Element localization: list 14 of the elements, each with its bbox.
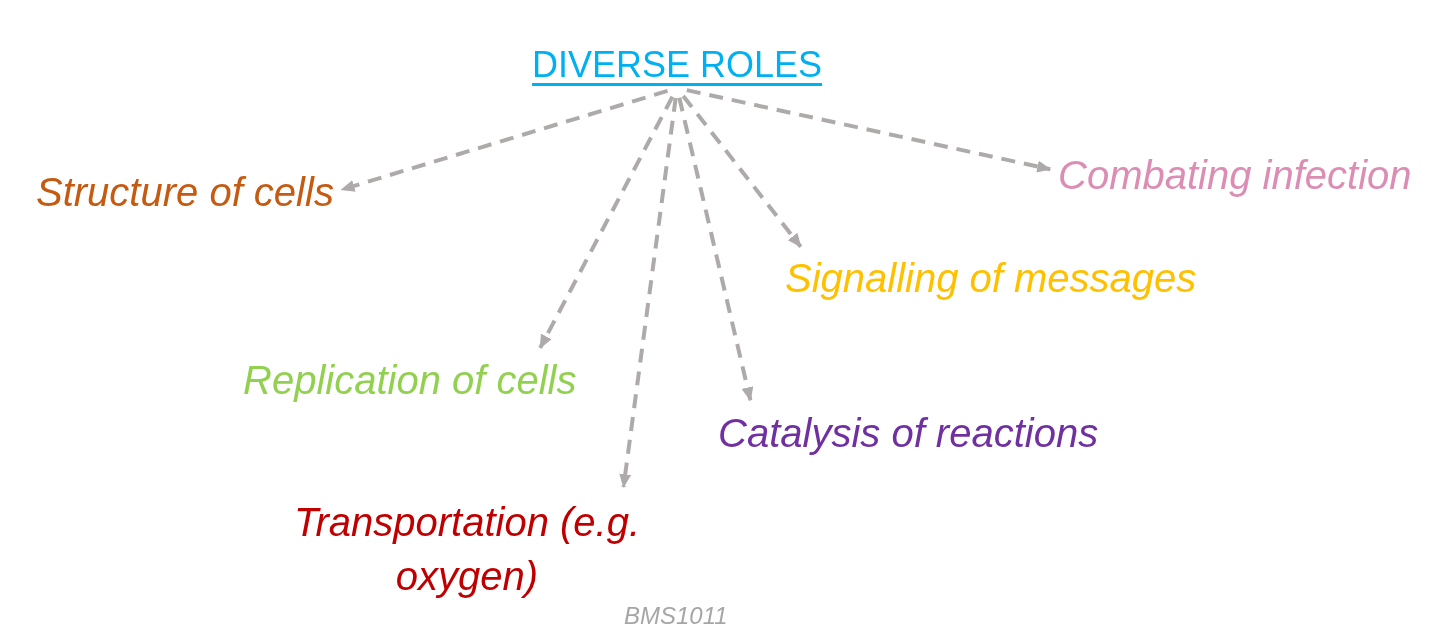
dashed-arrow [340, 89, 669, 192]
role-label: Catalysis of reactions [718, 408, 1099, 458]
dashed-arrow [538, 95, 675, 349]
heading-text: DIVERSE ROLES [532, 42, 823, 88]
dashed-arrow [686, 88, 1052, 173]
role-label: Replication of cells [243, 355, 577, 405]
dashed-arrow [619, 97, 678, 489]
role-label: Structure of cells [36, 167, 334, 217]
dashed-arrow [677, 97, 754, 402]
course-code: BMS1011 [624, 602, 728, 630]
role-label: Combating infection [1058, 150, 1412, 200]
role-label: Signalling of messages [785, 253, 1197, 303]
dashed-arrow [681, 94, 803, 248]
role-label: Transportation (e.g. oxygen) [257, 495, 677, 603]
